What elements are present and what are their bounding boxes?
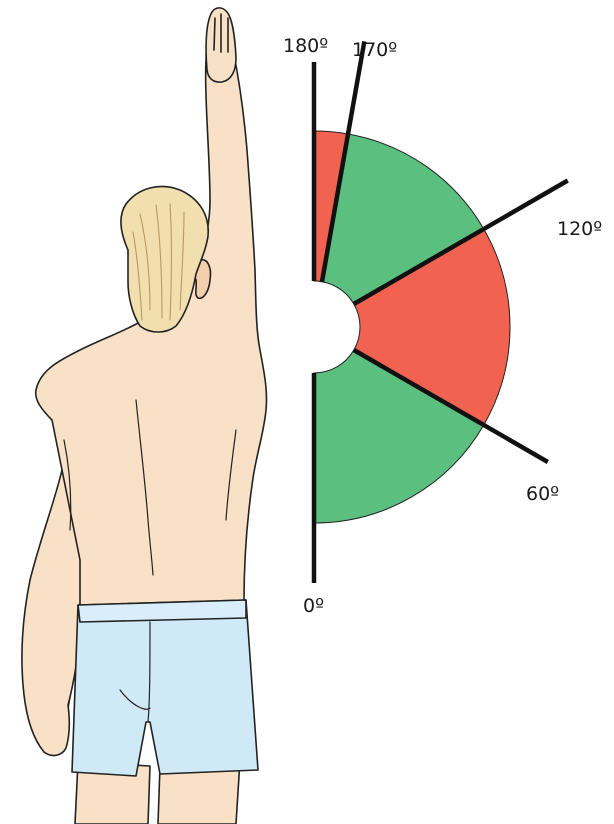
shorts bbox=[72, 600, 258, 776]
label-0-degrees: 0º bbox=[303, 595, 324, 617]
label-60-degrees: 60º bbox=[526, 483, 559, 505]
person-back-view-arm-raised-icon bbox=[22, 8, 267, 824]
label-170-degrees: 170º bbox=[352, 39, 397, 61]
label-120-degrees: 120º bbox=[557, 218, 602, 240]
label-180-degrees: 180º bbox=[283, 35, 328, 57]
